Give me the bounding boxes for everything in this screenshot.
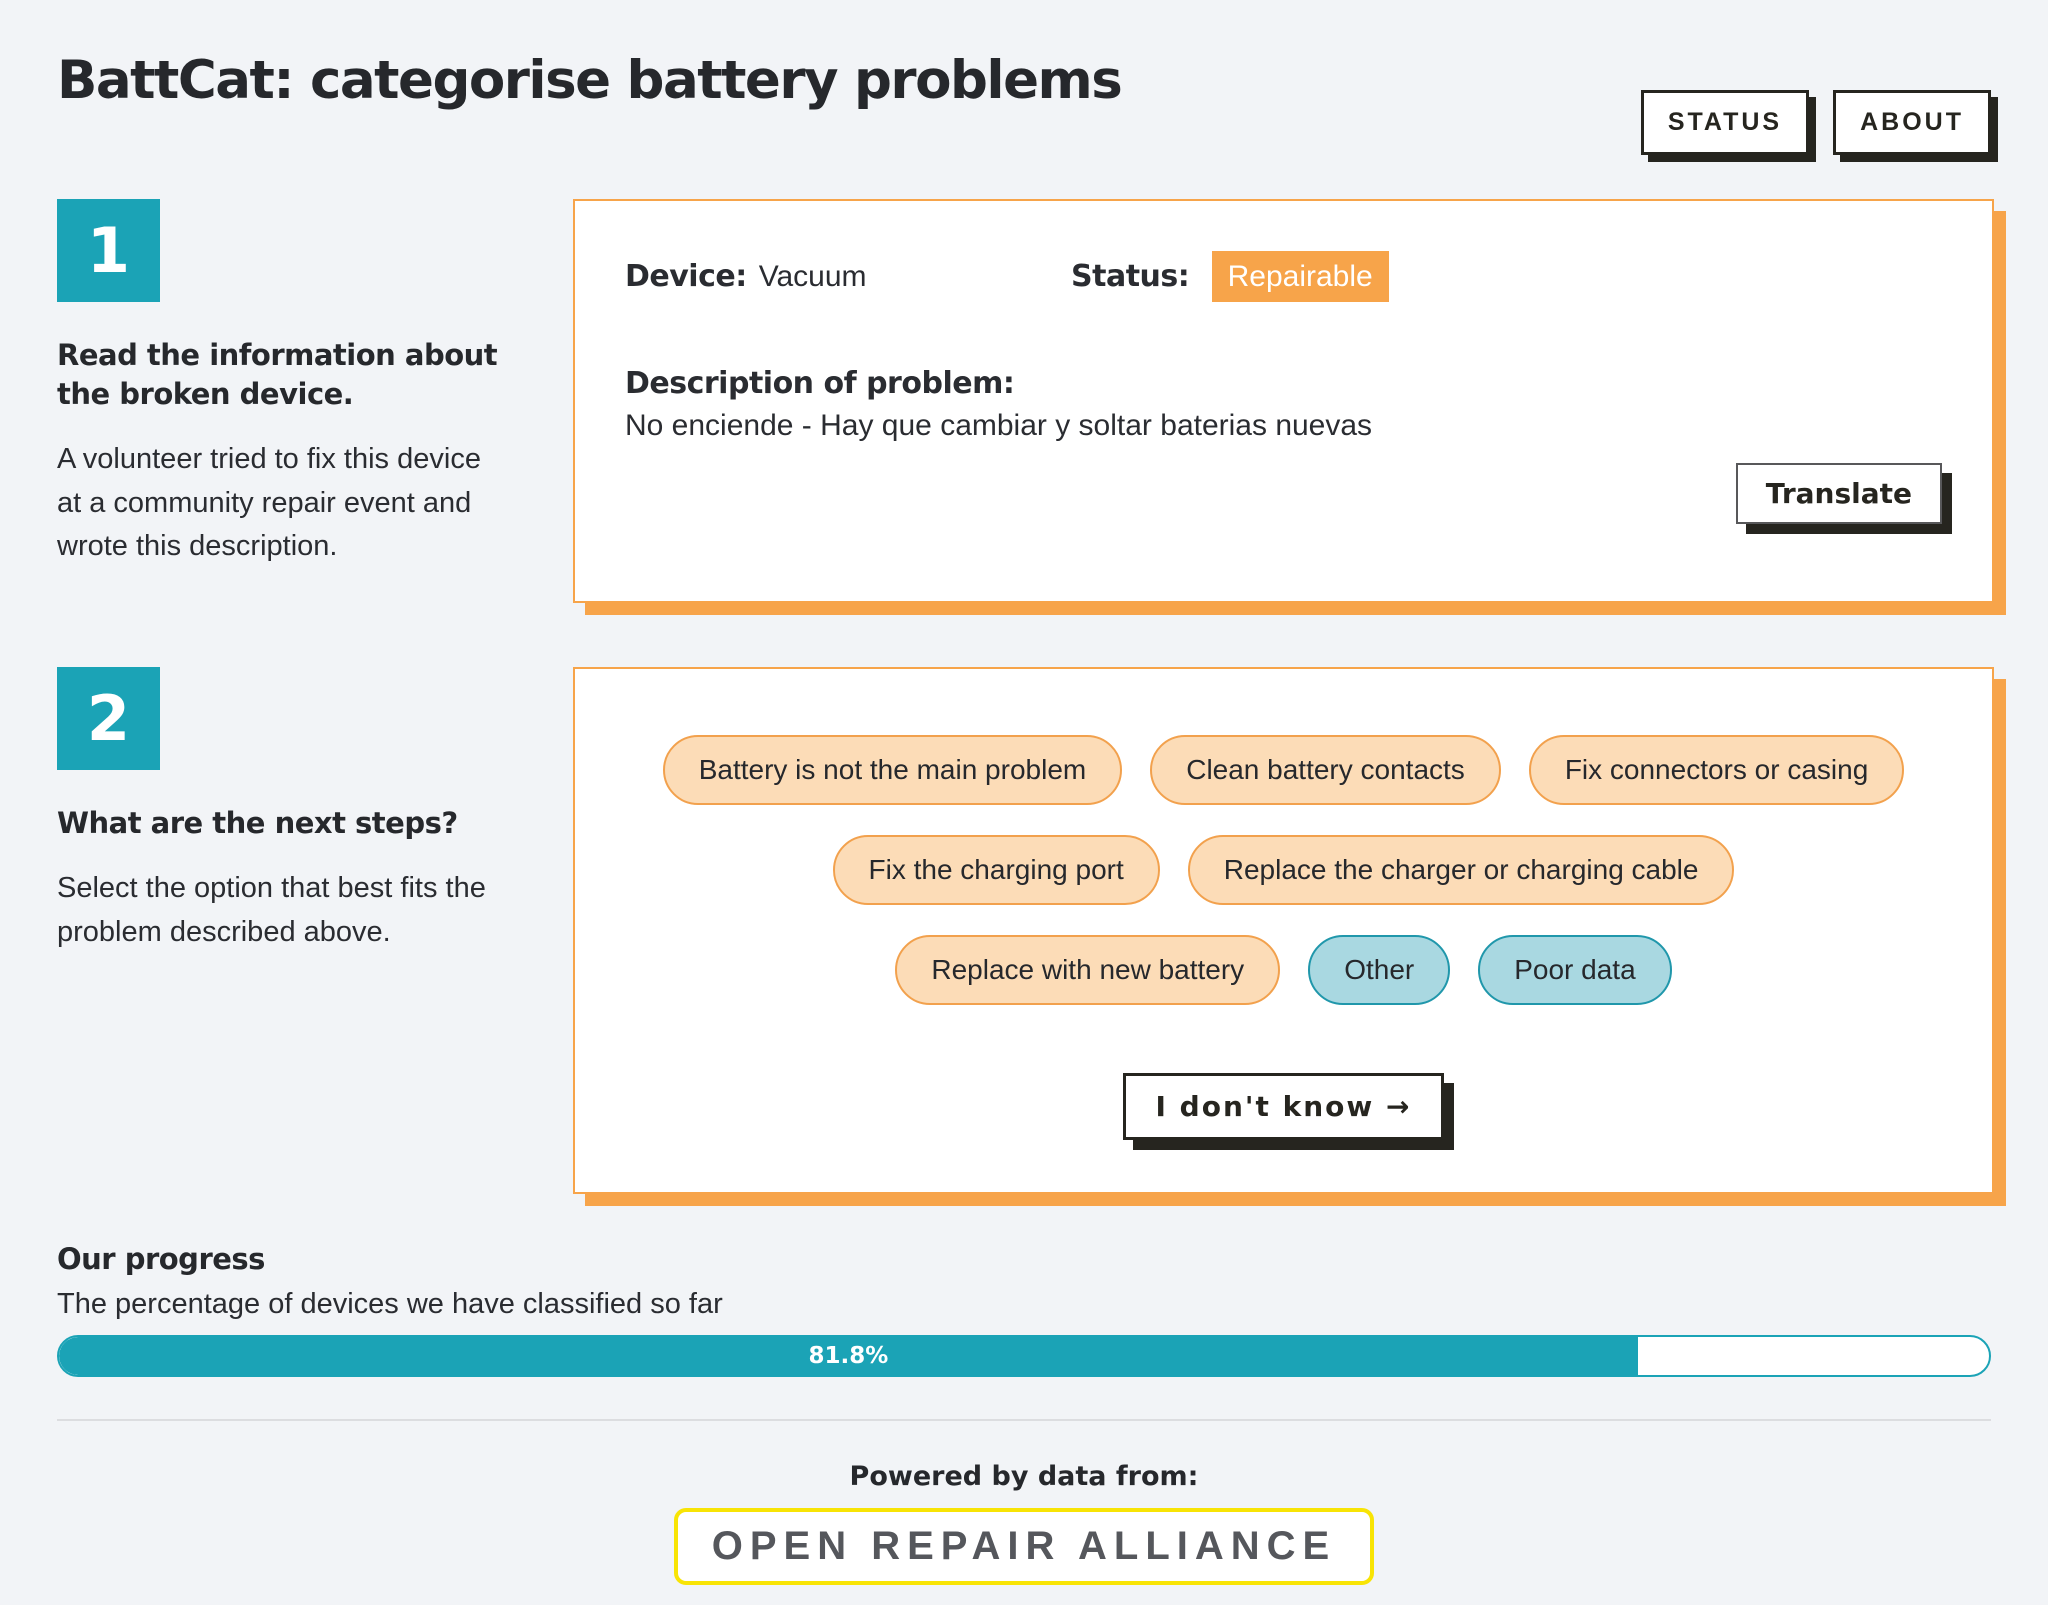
step1-instructions: 1 Read the information about the broken … [57, 199, 512, 603]
status-label: Status: [1071, 259, 1190, 294]
progress-bar-fill: 81.8% [59, 1337, 1638, 1375]
step2-number-badge: 2 [57, 667, 160, 770]
option-pill[interactable]: Replace the charger or charging cable [1187, 835, 1735, 905]
step2-body: Select the option that best fits the pro… [57, 872, 486, 948]
option-pill-row-1: Battery is not the main problem Clean bat… [615, 735, 1952, 805]
header: BattCat: categorise battery problems STA… [0, 0, 2048, 155]
translate-button[interactable]: Translate [1735, 463, 1942, 524]
footer: Powered by data from: OPEN REPAIR ALLIAN… [0, 1461, 2048, 1585]
i-dont-know-button[interactable]: I don't know → [1122, 1073, 1445, 1140]
step2-heading: What are the next steps? [57, 806, 458, 840]
option-pill-row-3: Replace with new battery Other Poor data [615, 935, 1952, 1005]
translate-row: Translate [625, 463, 1942, 524]
step2-section: 2 What are the next steps? Select the op… [0, 667, 2048, 1194]
step1-section: 1 Read the information about the broken … [0, 199, 2048, 603]
status-button[interactable]: STATUS [1640, 90, 1810, 155]
page-title: BattCat: categorise battery problems [57, 50, 1123, 111]
progress-section: Our progress The percentage of devices w… [57, 1242, 1991, 1377]
progress-percent-label: 81.8% [808, 1343, 889, 1369]
description-label: Description of problem: [625, 366, 1015, 401]
option-pill[interactable]: Fix connectors or casing [1528, 735, 1905, 805]
open-repair-alliance-logo[interactable]: OPEN REPAIR ALLIANCE [673, 1508, 1375, 1585]
step1-number-badge: 1 [57, 199, 160, 302]
option-pill[interactable]: Replace with new battery [895, 935, 1281, 1005]
step1-card-col: Device: Vacuum Status: Repairable Descri… [573, 199, 1994, 603]
option-pill-row-2: Fix the charging port Replace the charger… [615, 835, 1952, 905]
step2-instructions: 2 What are the next steps? Select the op… [57, 667, 512, 1194]
status-field: Status: Repairable [1071, 251, 1389, 302]
device-value: Vacuum [758, 259, 867, 293]
option-pill[interactable]: Battery is not the main problem [662, 735, 1123, 805]
idk-row: I don't know → [615, 1073, 1952, 1140]
device-status-row: Device: Vacuum Status: Repairable [625, 251, 1942, 302]
status-badge: Repairable [1211, 251, 1389, 302]
options-card: Battery is not the main problem Clean bat… [573, 667, 1994, 1194]
option-pill[interactable]: Poor data [1478, 935, 1672, 1005]
device-card: Device: Vacuum Status: Repairable Descri… [573, 199, 1994, 603]
option-pill[interactable]: Fix the charging port [832, 835, 1160, 905]
about-button[interactable]: ABOUT [1833, 90, 1991, 155]
step1-heading: Read the information about the broken de… [57, 338, 498, 412]
option-pill[interactable]: Other [1308, 935, 1451, 1005]
device-field: Device: Vacuum [625, 259, 1071, 294]
option-pill-rows: Battery is not the main problem Clean bat… [615, 735, 1952, 1005]
option-pill[interactable]: Clean battery contacts [1150, 735, 1501, 805]
powered-by-label: Powered by data from: [849, 1461, 1199, 1492]
progress-bar-track: 81.8% [57, 1335, 1991, 1377]
open-repair-alliance-text: OPEN REPAIR ALLIANCE [711, 1524, 1337, 1568]
device-label: Device: [625, 259, 747, 294]
description-text: No enciende - Hay que cambiar y soltar b… [625, 409, 1373, 442]
nav-buttons: STATUS ABOUT [1640, 90, 1991, 155]
progress-heading: Our progress [57, 1242, 265, 1276]
progress-subtitle: The percentage of devices we have classi… [57, 1288, 723, 1320]
step1-body: A volunteer tried to fix this device at … [57, 443, 481, 563]
footer-divider [57, 1419, 1991, 1421]
step2-card-col: Battery is not the main problem Clean bat… [573, 667, 1994, 1194]
